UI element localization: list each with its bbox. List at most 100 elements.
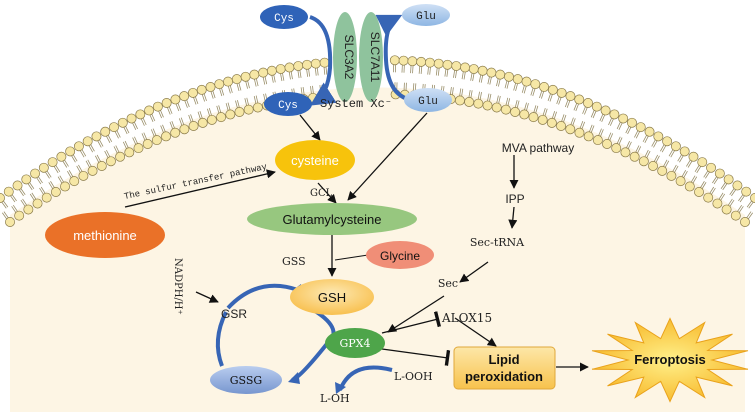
- lipid-head: [115, 151, 126, 162]
- gpx4-to-gssg-head: [288, 372, 300, 384]
- lipid-head: [583, 98, 593, 108]
- arrow-sectrna-to-sec: [459, 261, 489, 283]
- lipid-head: [293, 61, 304, 71]
- lipid-head: [442, 59, 453, 70]
- lipid-head: [225, 109, 236, 120]
- lipid-head: [188, 121, 199, 131]
- lipid-head: [214, 79, 225, 90]
- lipid-head: [679, 146, 690, 157]
- cysteine-label: cysteine: [291, 153, 339, 168]
- glu-intracellular: Glu: [404, 88, 452, 112]
- lipid-head: [266, 65, 277, 76]
- lipid-head: [602, 139, 612, 149]
- gpx4-node: GPX4: [325, 328, 385, 358]
- lipid-head: [3, 186, 14, 197]
- lipid-head: [491, 102, 502, 113]
- lipid-head: [486, 67, 497, 78]
- arrow-cysteine-to-glutamylcysteine: [317, 182, 337, 204]
- lipid-head: [206, 114, 217, 125]
- glu-out-label: Glu: [416, 11, 436, 23]
- slc3a2-subunit: [333, 12, 357, 102]
- lipid-head: [600, 105, 611, 116]
- lipid-head: [740, 217, 750, 227]
- lipid-head: [249, 69, 260, 80]
- looh-to-loh-arrow: [338, 365, 393, 391]
- gsh-label: GSH: [318, 290, 346, 305]
- lipid-head: [666, 170, 677, 181]
- cys-out-label: Cys: [274, 13, 294, 25]
- gssg-node: GSSG: [210, 366, 282, 394]
- lipid-head: [117, 117, 128, 128]
- lipid-head: [714, 168, 725, 179]
- lipid-head: [620, 147, 631, 158]
- lipid-head: [583, 131, 594, 142]
- gsr-cycle-top: [226, 283, 299, 310]
- lipid-head: [56, 151, 67, 162]
- lipid-head: [732, 180, 743, 191]
- cysteine-node: cysteine: [275, 140, 355, 180]
- lipid-head: [721, 204, 732, 215]
- lipid-head: [319, 57, 330, 68]
- lipid-head: [433, 58, 444, 69]
- lipid-head: [473, 98, 484, 109]
- lipid-head: [152, 101, 163, 112]
- lipid-head: [65, 146, 76, 157]
- arrow-ipp-to-sectrna: [508, 206, 518, 229]
- lipid-head: [546, 117, 557, 128]
- lipid-head: [135, 109, 146, 120]
- lipid-head: [648, 161, 658, 171]
- system-xc-label: System Xc⁻: [320, 97, 392, 111]
- lipid-head: [591, 101, 602, 112]
- lipid-head: [78, 170, 89, 181]
- lipid-head: [500, 104, 511, 115]
- lipid-head: [32, 198, 43, 209]
- gsh-node: GSH: [290, 279, 374, 315]
- inhibit-gpx4-lipid: [381, 348, 451, 366]
- lipid-head: [675, 176, 686, 187]
- lipid-head: [519, 109, 530, 120]
- ipp-label: IPP: [505, 192, 524, 206]
- lipid-head: [398, 55, 409, 66]
- slc3a2-label: SLC3A2: [342, 35, 356, 80]
- lipid-head: [82, 136, 93, 147]
- lipid-head: [161, 98, 172, 108]
- lipid-head: [730, 210, 741, 221]
- lipid-head: [302, 59, 312, 70]
- glu-export-arrow: [375, 14, 413, 102]
- lipid-head: [23, 204, 34, 215]
- nadph-label: NADPH/H⁺: [172, 258, 183, 315]
- lipid-head: [565, 124, 576, 135]
- lipid-head: [653, 131, 664, 142]
- lipid-head: [14, 210, 25, 221]
- glycine-join-line: [334, 254, 369, 261]
- lipid-head: [611, 143, 622, 154]
- alox15-label: ALOX15: [441, 311, 492, 325]
- looh-label: L-OOH: [394, 370, 433, 383]
- lipid-head: [574, 127, 585, 138]
- lipid-head: [662, 136, 673, 147]
- lipid-head: [133, 143, 144, 154]
- lipid-head: [216, 112, 227, 123]
- lipid-head: [389, 55, 400, 66]
- lipid-head: [197, 117, 208, 128]
- lipid-head: [547, 84, 558, 95]
- lipid-head: [109, 122, 119, 133]
- lipid-head: [126, 113, 137, 124]
- lipid-head: [688, 151, 699, 162]
- lipid-head: [627, 117, 637, 128]
- lipid-head: [196, 84, 207, 95]
- lipid-head: [592, 135, 603, 146]
- lipid-head: [712, 198, 723, 209]
- cys-in-label: Cys: [278, 100, 298, 112]
- lipid-head: [252, 102, 263, 113]
- lipid-head: [47, 157, 58, 168]
- lipid-head: [684, 181, 695, 192]
- lipid-head: [179, 124, 190, 135]
- lipid-head: [87, 165, 98, 176]
- lipid-head: [694, 187, 704, 197]
- lipid-head: [105, 156, 116, 167]
- lipid-head: [100, 126, 111, 137]
- lipid-head: [537, 114, 548, 125]
- lipid-head: [240, 71, 251, 82]
- lipid-head: [635, 122, 646, 133]
